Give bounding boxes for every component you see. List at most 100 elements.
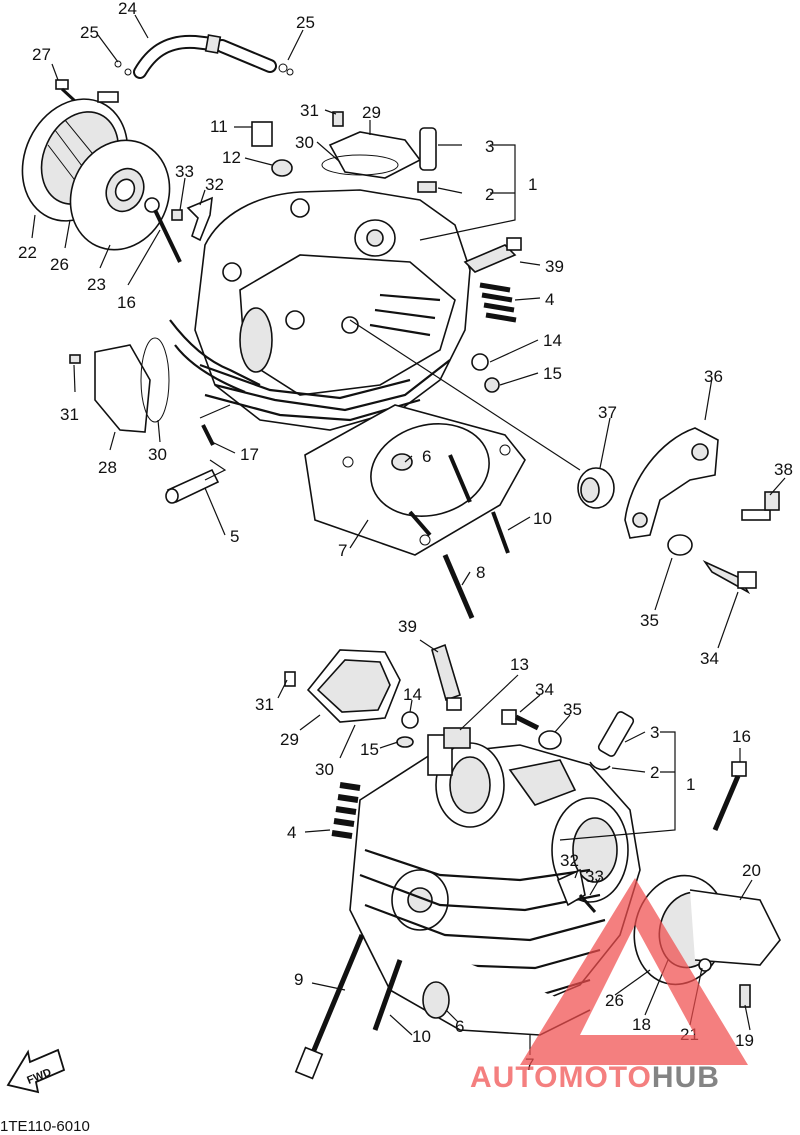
- diagram-code: 1TE110-6010: [0, 1118, 90, 1135]
- long-stud-9: [294, 934, 365, 1080]
- stud-16b: [712, 761, 747, 831]
- spark-plug-top: [463, 237, 522, 273]
- callout-6b: 6: [455, 1017, 464, 1036]
- head-gasket-top: [304, 404, 526, 556]
- callout-32b: 32: [560, 851, 579, 870]
- nut-14b: [401, 711, 419, 729]
- callout-3b: 3: [650, 723, 659, 742]
- cylinder-head-lower: [349, 734, 641, 1036]
- callout-13: 13: [510, 655, 529, 674]
- callout-17: 17: [240, 445, 259, 464]
- callout-37: 37: [598, 403, 617, 422]
- callout-9: 9: [294, 970, 303, 989]
- callout-38: 38: [774, 460, 793, 479]
- callouts-bottom: 39 13 31 14 34 35 29 15 3 30 2 16 1 4 32…: [255, 617, 761, 1074]
- callout-8: 8: [476, 563, 485, 582]
- callout-34a: 34: [700, 649, 719, 668]
- callout-11: 11: [210, 117, 228, 136]
- collar-6b: [422, 981, 450, 1019]
- callout-12: 12: [222, 148, 241, 167]
- callout-26a: 26: [50, 255, 69, 274]
- callout-10b: 10: [412, 1027, 431, 1046]
- washer-35a: [667, 534, 693, 556]
- spring-4b: [331, 782, 361, 839]
- callout-30c: 30: [315, 760, 334, 779]
- callout-3a: 3: [485, 137, 494, 156]
- callout-2a: 2: [485, 185, 494, 204]
- fwd-arrow-icon: [6, 1048, 66, 1094]
- callout-lines-top: [31, 14, 786, 649]
- dowel-5: [165, 468, 220, 504]
- callout-18: 18: [632, 1015, 651, 1034]
- washer-35b: [538, 730, 562, 750]
- bolt-34a: [702, 560, 757, 595]
- callout-32a: 32: [205, 175, 224, 194]
- callout-29b: 29: [280, 730, 299, 749]
- bracket-32b: [556, 868, 597, 913]
- callout-15b: 15: [360, 740, 379, 759]
- callout-30b: 30: [148, 445, 167, 464]
- callout-15a: 15: [543, 364, 562, 383]
- watermark-triangle: [520, 878, 748, 1065]
- bolt-27: [55, 79, 77, 103]
- callouts-top: 24 25 25 27 31 29 30 3 2 1 11 12 33 32 3…: [18, 0, 793, 668]
- fitting-13: [443, 727, 471, 749]
- callout-19: 19: [735, 1031, 754, 1050]
- callout-31a: 31: [300, 101, 319, 120]
- callout-16a: 16: [117, 293, 136, 312]
- callout-2b: 2: [650, 763, 659, 782]
- callout-14a: 14: [543, 331, 562, 350]
- nut-14: [471, 353, 489, 371]
- callout-39b: 39: [398, 617, 417, 636]
- cap-29: [321, 111, 422, 179]
- callout-4b: 4: [287, 823, 296, 842]
- callout-31b: 31: [60, 405, 79, 424]
- callout-27: 27: [32, 45, 51, 64]
- callout-29a: 29: [362, 103, 381, 122]
- callout-31c: 31: [255, 695, 274, 714]
- callout-5: 5: [230, 527, 239, 546]
- callout-14b: 14: [403, 685, 422, 704]
- fwd-arrow: FWD: [6, 1048, 66, 1094]
- callout-33a: 33: [175, 162, 194, 181]
- washer-15b: [396, 736, 414, 748]
- callout-23: 23: [87, 275, 106, 294]
- breather-hose: [114, 34, 294, 79]
- callout-22: 22: [18, 243, 37, 262]
- callout-24: 24: [118, 0, 137, 18]
- callout-7a: 7: [338, 541, 347, 560]
- callout-1b: 1: [686, 775, 695, 794]
- bolt-34b: [501, 709, 540, 731]
- spark-plug-bottom: [431, 643, 462, 711]
- callout-20: 20: [742, 861, 761, 880]
- watermark-text-accent: AUTOMOTO: [470, 1061, 652, 1094]
- callout-34b: 34: [535, 680, 554, 699]
- callout-10a: 10: [533, 509, 552, 528]
- valve-guide-3: [417, 127, 437, 193]
- side-cover-28: [69, 337, 170, 433]
- watermark: AUTOMOTOHUB: [470, 878, 748, 1094]
- callout-25b: 25: [296, 13, 315, 32]
- callout-35a: 35: [640, 611, 659, 630]
- washer-15: [484, 377, 500, 393]
- callout-4a: 4: [545, 290, 554, 309]
- seal-6: [391, 453, 413, 471]
- callout-36: 36: [704, 367, 723, 386]
- stud-16: [144, 197, 182, 263]
- collar-37: [577, 467, 615, 509]
- callout-6a: 6: [422, 447, 431, 466]
- callout-30a: 30: [295, 133, 314, 152]
- callout-28: 28: [98, 458, 117, 477]
- callout-26b: 26: [605, 991, 624, 1010]
- cap-29b: [284, 649, 401, 723]
- callout-16b: 16: [732, 727, 751, 746]
- callout-25a: 25: [80, 23, 99, 42]
- bolt-38: [741, 491, 780, 521]
- cylinder-head-upper: [169, 189, 471, 431]
- gasket-plate: [69, 139, 171, 251]
- top-assembly: 24 25 25 27 31 29 30 3 2 1 11 12 33 32 3…: [18, 0, 793, 668]
- svg-text:AUTOMOTOHUB: AUTOMOTOHUB: [470, 1061, 720, 1094]
- valve-guide-3b: [589, 711, 635, 771]
- bracket-32: [171, 196, 213, 242]
